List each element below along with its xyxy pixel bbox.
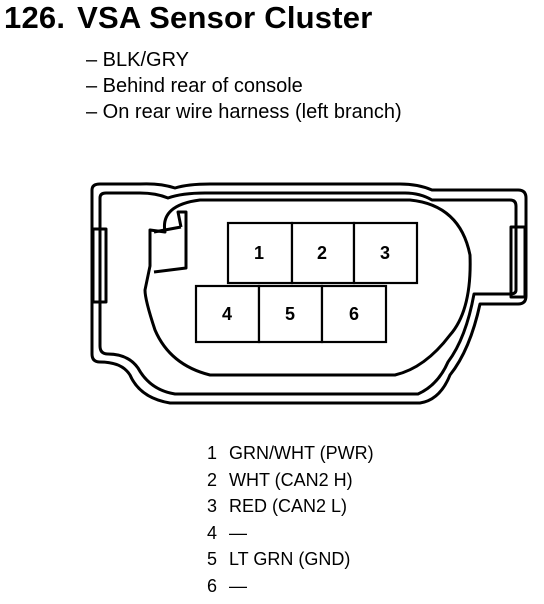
terminal-cavity-6 <box>320 284 388 344</box>
pin-label-2: 2 <box>317 243 327 263</box>
pinout-wire: GRN/WHT (PWR) <box>229 443 374 463</box>
pinout-row: 4— <box>207 520 374 547</box>
pin-label-3: 3 <box>380 243 390 263</box>
pinout-pin: 3 <box>207 496 218 516</box>
note-harness: – On rear wire harness (left branch) <box>86 101 402 123</box>
pinout-list: 1 GRN/WHT (PWR) 2 WHT (CAN2 H) 3 RED (CAN2 … <box>207 440 374 599</box>
pinout-pin: 4 <box>207 522 218 543</box>
pinout-pin: 5 <box>207 549 218 569</box>
polarizing-key <box>153 210 188 274</box>
connector-cavity <box>143 198 472 377</box>
pinout-wire: — <box>229 575 247 596</box>
connector-housing-outer <box>90 182 528 405</box>
terminal-cavity-3 <box>352 221 419 285</box>
pin-label-1: 1 <box>254 243 264 263</box>
pinout-wire: WHT (CAN2 H) <box>229 469 353 490</box>
page-title: 126. VSA Sensor Cluster <box>4 0 372 36</box>
pinout-row: 6— <box>207 573 374 600</box>
right-latch-slot <box>509 225 527 299</box>
terminal-cavity-1 <box>226 221 294 285</box>
pinout-pin: 1 <box>207 443 218 463</box>
terminal-cavity-5 <box>257 284 324 344</box>
pinout-row: 2 WHT (CAN2 H) <box>207 467 374 494</box>
pinout-row: 3 RED (CAN2 L) <box>207 493 374 520</box>
connector-housing-inner <box>98 191 518 396</box>
pin-label-5: 5 <box>285 304 295 324</box>
pin-label-6: 6 <box>349 304 359 324</box>
terminal-cavity-4 <box>194 284 261 344</box>
connector-notes: – BLK/GRY – Behind rear of console – On … <box>86 47 402 125</box>
pin-label-4: 4 <box>222 304 232 324</box>
pinout-wire: LT GRN (GND) <box>229 549 351 569</box>
pinout-pin: 6 <box>207 575 218 596</box>
pinout-wire: — <box>229 522 247 543</box>
pinout-pin: 2 <box>207 469 218 490</box>
note-color: – BLK/GRY <box>86 49 190 71</box>
pinout-wire: RED (CAN2 L) <box>229 496 348 516</box>
component-name: VSA Sensor Cluster <box>77 0 373 35</box>
pinout-row: 5 LT GRN (GND) <box>207 546 374 573</box>
connector-diagram: 1 2 3 4 5 6 <box>90 182 528 405</box>
left-latch-slot <box>91 227 108 304</box>
pinout-row: 1 GRN/WHT (PWR) <box>207 440 374 467</box>
component-number: 126. <box>4 0 66 35</box>
note-location: – Behind rear of console <box>86 75 303 97</box>
